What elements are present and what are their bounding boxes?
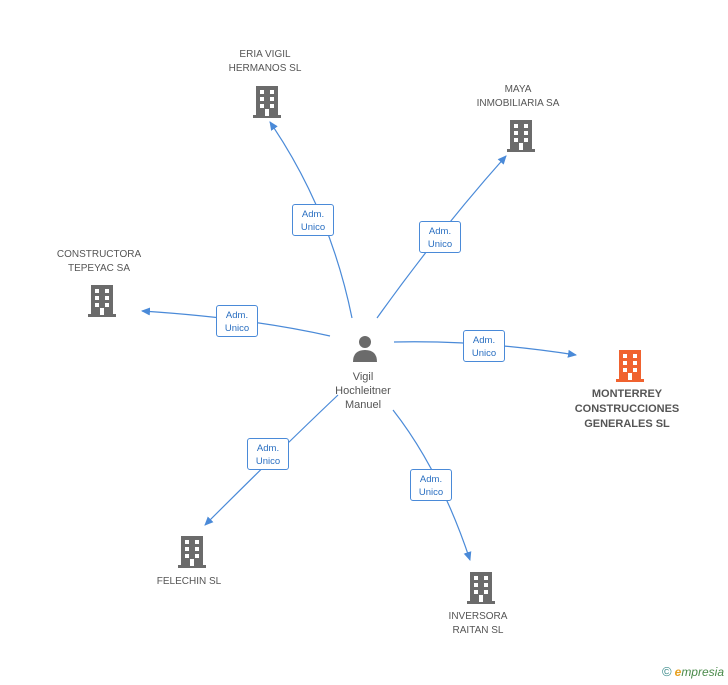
role-box-eria: Adm. Unico: [292, 204, 334, 236]
role-line2: Unico: [427, 239, 453, 250]
building-icon[interactable]: [252, 84, 282, 118]
person-name[interactable]: Vigil Hochleitner Manuel: [335, 371, 391, 411]
person-icon[interactable]: [350, 333, 380, 363]
role-box-felechin: Adm. Unico: [247, 438, 289, 470]
company-label-eria[interactable]: ERIA VIGIL HERMANOS SL: [228, 49, 302, 74]
role-line2: Unico: [224, 323, 250, 334]
building-icon[interactable]: [466, 570, 496, 604]
role-line1: Adm.: [419, 474, 443, 485]
building-icon[interactable]: [87, 283, 117, 317]
company-label-constructora[interactable]: CONSTRUCTORA TEPEYAC SA: [56, 249, 142, 274]
company-label-maya[interactable]: MAYA INMOBILIARIA SA: [476, 84, 560, 109]
role-line2: Unico: [300, 222, 326, 233]
role-box-maya: Adm. Unico: [419, 221, 461, 253]
role-box-constructora: Adm. Unico: [216, 305, 258, 337]
role-line2: Unico: [255, 456, 281, 467]
role-line1: Adm.: [472, 335, 496, 346]
role-line2: Unico: [418, 487, 444, 498]
building-icon[interactable]: [506, 118, 536, 152]
role-box-monterrey: Adm. Unico: [463, 330, 505, 362]
brand-initial: e: [674, 665, 682, 679]
brand-name: mpresia: [681, 665, 724, 679]
building-icon[interactable]: [615, 348, 645, 382]
role-line1: Adm.: [428, 226, 452, 237]
building-icon[interactable]: [177, 534, 207, 568]
company-label-monterrey[interactable]: MONTERREY CONSTRUCCIONES GENERALES SL: [574, 388, 680, 430]
role-box-inversora: Adm. Unico: [410, 469, 452, 501]
company-label-inversora[interactable]: INVERSORA RAITAN SL: [448, 611, 508, 636]
role-line1: Adm.: [256, 443, 280, 454]
role-line2: Unico: [471, 348, 497, 359]
copyright-icon: ©: [662, 664, 672, 679]
company-label-felechin[interactable]: FELECHIN SL: [156, 576, 222, 587]
role-line1: Adm.: [225, 310, 249, 321]
role-line1: Adm.: [301, 209, 325, 220]
footer-brand: ©empresia: [662, 664, 724, 679]
